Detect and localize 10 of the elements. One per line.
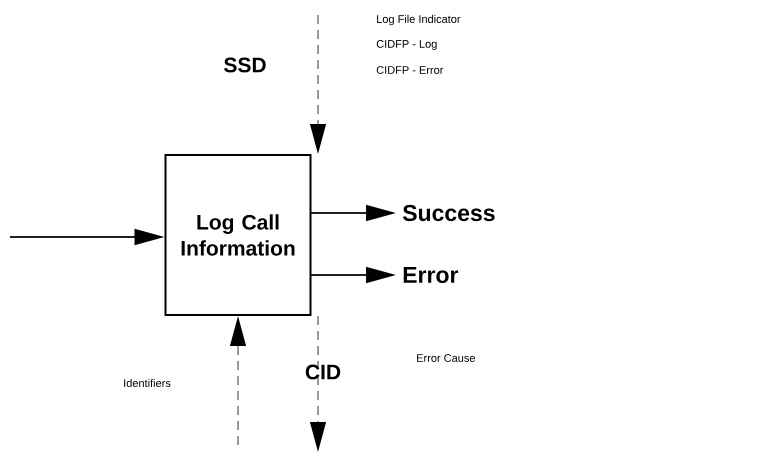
output-label: Success (402, 204, 495, 222)
flow-label: CIDFP - Log (376, 40, 437, 50)
flow-label: Identifiers (124, 378, 170, 388)
data-label: CID (306, 364, 340, 380)
data-label: SSD (224, 58, 266, 72)
flow-label: Log File Indicator (377, 14, 460, 26)
output-label: Error (404, 266, 458, 283)
flow-label: Error Cause (417, 354, 475, 362)
flow-label: CIDFP - Error (376, 66, 444, 74)
process-box: Log Call Information (164, 154, 312, 316)
